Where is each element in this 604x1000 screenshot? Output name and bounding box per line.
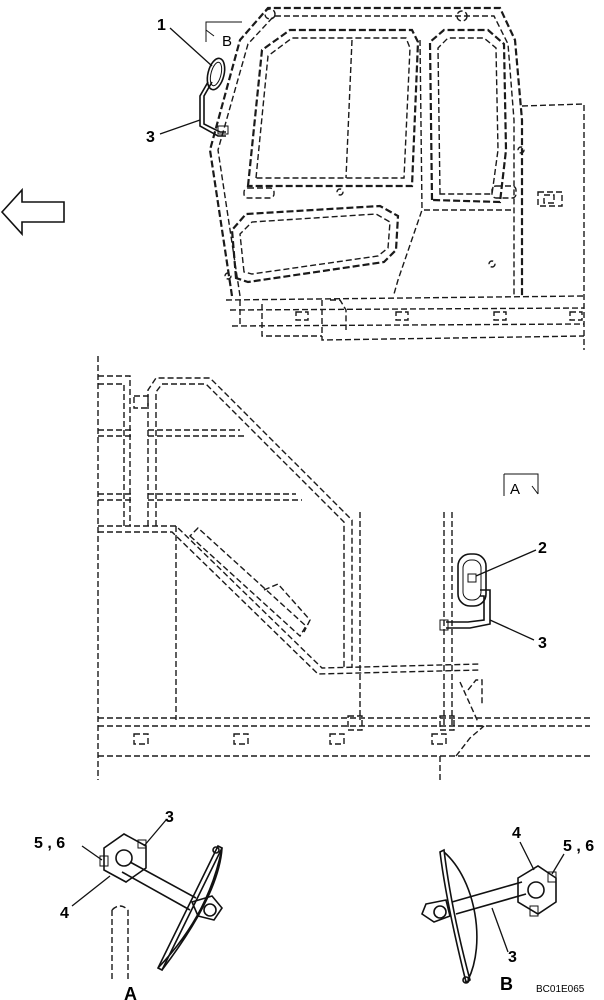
drawing-code: BC01E065	[536, 984, 585, 995]
top-mirror-assembly	[199, 57, 229, 137]
detail-b-title: B	[500, 974, 513, 994]
view-marker-b-label: B	[222, 33, 232, 50]
callout-3-top: 3	[146, 119, 201, 146]
mid-mirror-assembly	[439, 553, 491, 631]
callout-4-b-label: 4	[512, 825, 521, 842]
view-marker-a: A	[503, 473, 539, 498]
callout-1: 1	[157, 17, 213, 67]
callout-3-mid: 3	[489, 619, 547, 652]
callout-1-label: 1	[157, 17, 166, 34]
detail-a-title: A	[124, 984, 137, 1000]
step-railing-view	[97, 356, 590, 780]
callout-3-b-label: 3	[508, 949, 517, 966]
callout-3-a-label: 3	[165, 809, 174, 826]
callout-3-mid-label: 3	[538, 635, 547, 652]
left-arrow-icon	[0, 187, 65, 237]
callout-5-6-b-label: 5 , 6	[563, 838, 594, 855]
detail-a: 5 , 6 3 4 A	[34, 809, 224, 1000]
callout-2: 2	[475, 540, 547, 577]
callout-5-6-a-label: 5 , 6	[34, 835, 65, 852]
callout-4-a-label: 4	[60, 905, 69, 922]
callout-2-label: 2	[538, 540, 547, 557]
detail-b: 4 5 , 6 3 B	[421, 825, 594, 994]
callout-3-top-label: 3	[146, 129, 155, 146]
view-marker-a-label: A	[510, 481, 520, 498]
view-marker-b: B	[205, 21, 242, 50]
cab-side-view	[208, 6, 585, 350]
